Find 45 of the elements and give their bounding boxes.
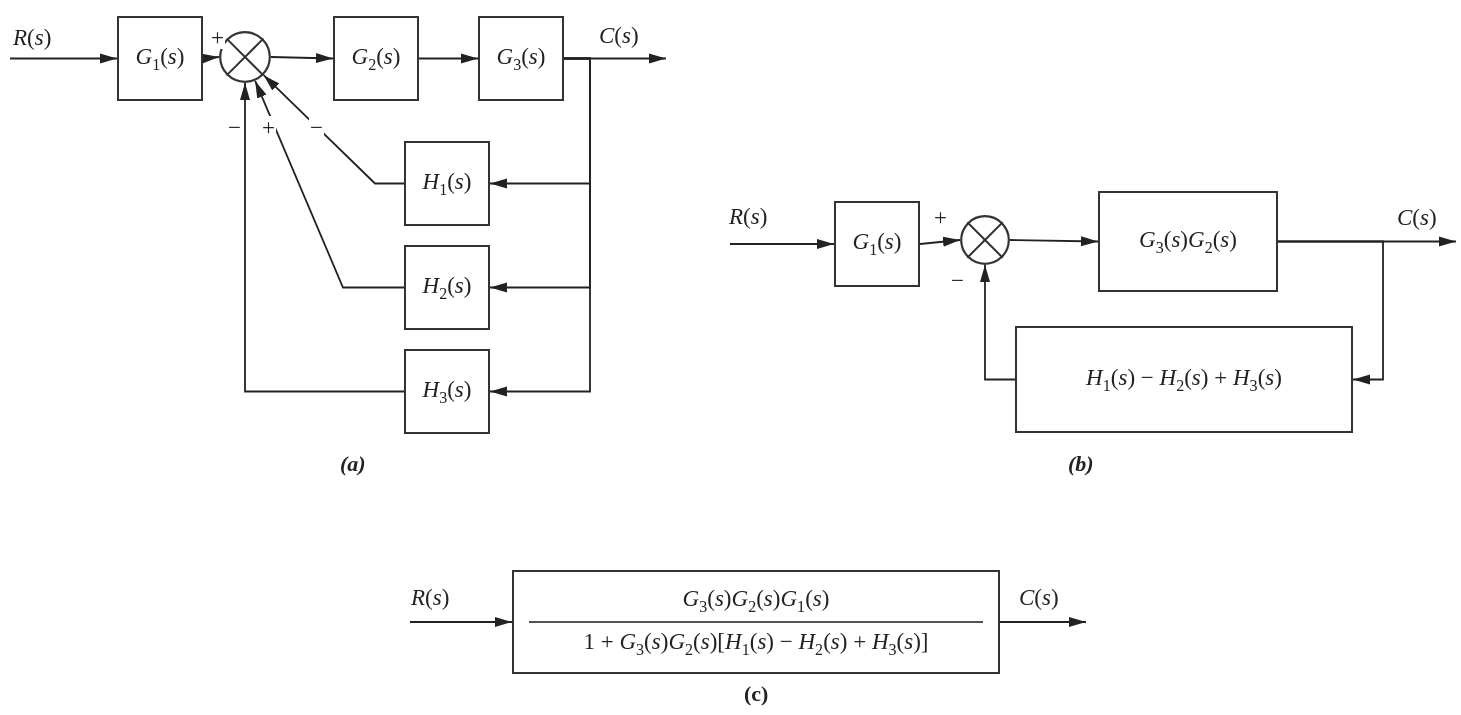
panel-label: (a) — [340, 453, 366, 475]
edge-label: C(s) — [1018, 586, 1060, 609]
transfer-function-block — [1098, 191, 1278, 292]
transfer-function-block — [478, 16, 564, 101]
transfer-function-block — [333, 16, 419, 101]
signal-arrow — [999, 617, 1087, 627]
transfer-function-block — [1015, 326, 1353, 433]
summing-junction — [960, 215, 1010, 265]
signal-arrow — [1277, 240, 1384, 385]
signal-arrow — [729, 239, 835, 249]
block-label: H$_{2}$(s) — [422, 272, 472, 303]
edge-label: R(s) — [410, 586, 451, 609]
block-label: H$_{3}$(s) — [422, 376, 472, 407]
block-label: H$_{1}$(s) − H$_{2}$(s) + H$_{3}$(s) — [1086, 364, 1282, 395]
block-label: G$_{3}$(s)G$_{2}$(s) — [1139, 226, 1237, 257]
block-label: G$_{1}$(s) — [135, 43, 185, 74]
edge-label: R(s) — [728, 205, 769, 228]
transfer-function-block — [117, 16, 203, 101]
edge-label: C(s) — [1396, 206, 1438, 229]
signal-arrow — [240, 82, 405, 393]
block-label: H$_{1}$(s) — [422, 168, 472, 199]
block-label: G$_{3}$(s) — [496, 43, 546, 74]
signal-arrow — [9, 53, 118, 64]
numerator-text: G$_{3}$(s)G$_{2}$(s)G$_{1}$(s) — [682, 585, 830, 615]
signal-arrow — [270, 53, 334, 64]
denominator-text: 1 + G$_{3}$(s)G$_{2}$(s)[H$_{1}$(s) − H$_{2}$(s) + H$_{3}$(s)] — [583, 629, 929, 659]
transfer-function-block — [512, 570, 1000, 674]
signal-arrow — [418, 53, 479, 64]
edge-label: R(s) — [12, 26, 53, 49]
block-label: G$_{2}$(s) — [351, 43, 401, 74]
signal-arrow — [919, 236, 961, 247]
edge-label: C(s) — [598, 24, 640, 47]
transfer-function-block — [404, 349, 490, 434]
panel-label: (c) — [744, 683, 769, 705]
signal-arrow — [489, 57, 591, 397]
block-label: G$_{1}$(s) — [852, 229, 902, 259]
signal-arrow — [254, 80, 405, 289]
signal-arrow — [262, 74, 405, 185]
signal-arrow — [409, 617, 513, 627]
signal-arrow — [1009, 236, 1099, 247]
transfer-function-block — [834, 201, 920, 287]
panel-label: (b) — [1068, 453, 1094, 475]
transfer-function-block — [404, 245, 490, 330]
transfer-function-block — [404, 141, 490, 226]
signal-arrow — [980, 264, 1016, 381]
